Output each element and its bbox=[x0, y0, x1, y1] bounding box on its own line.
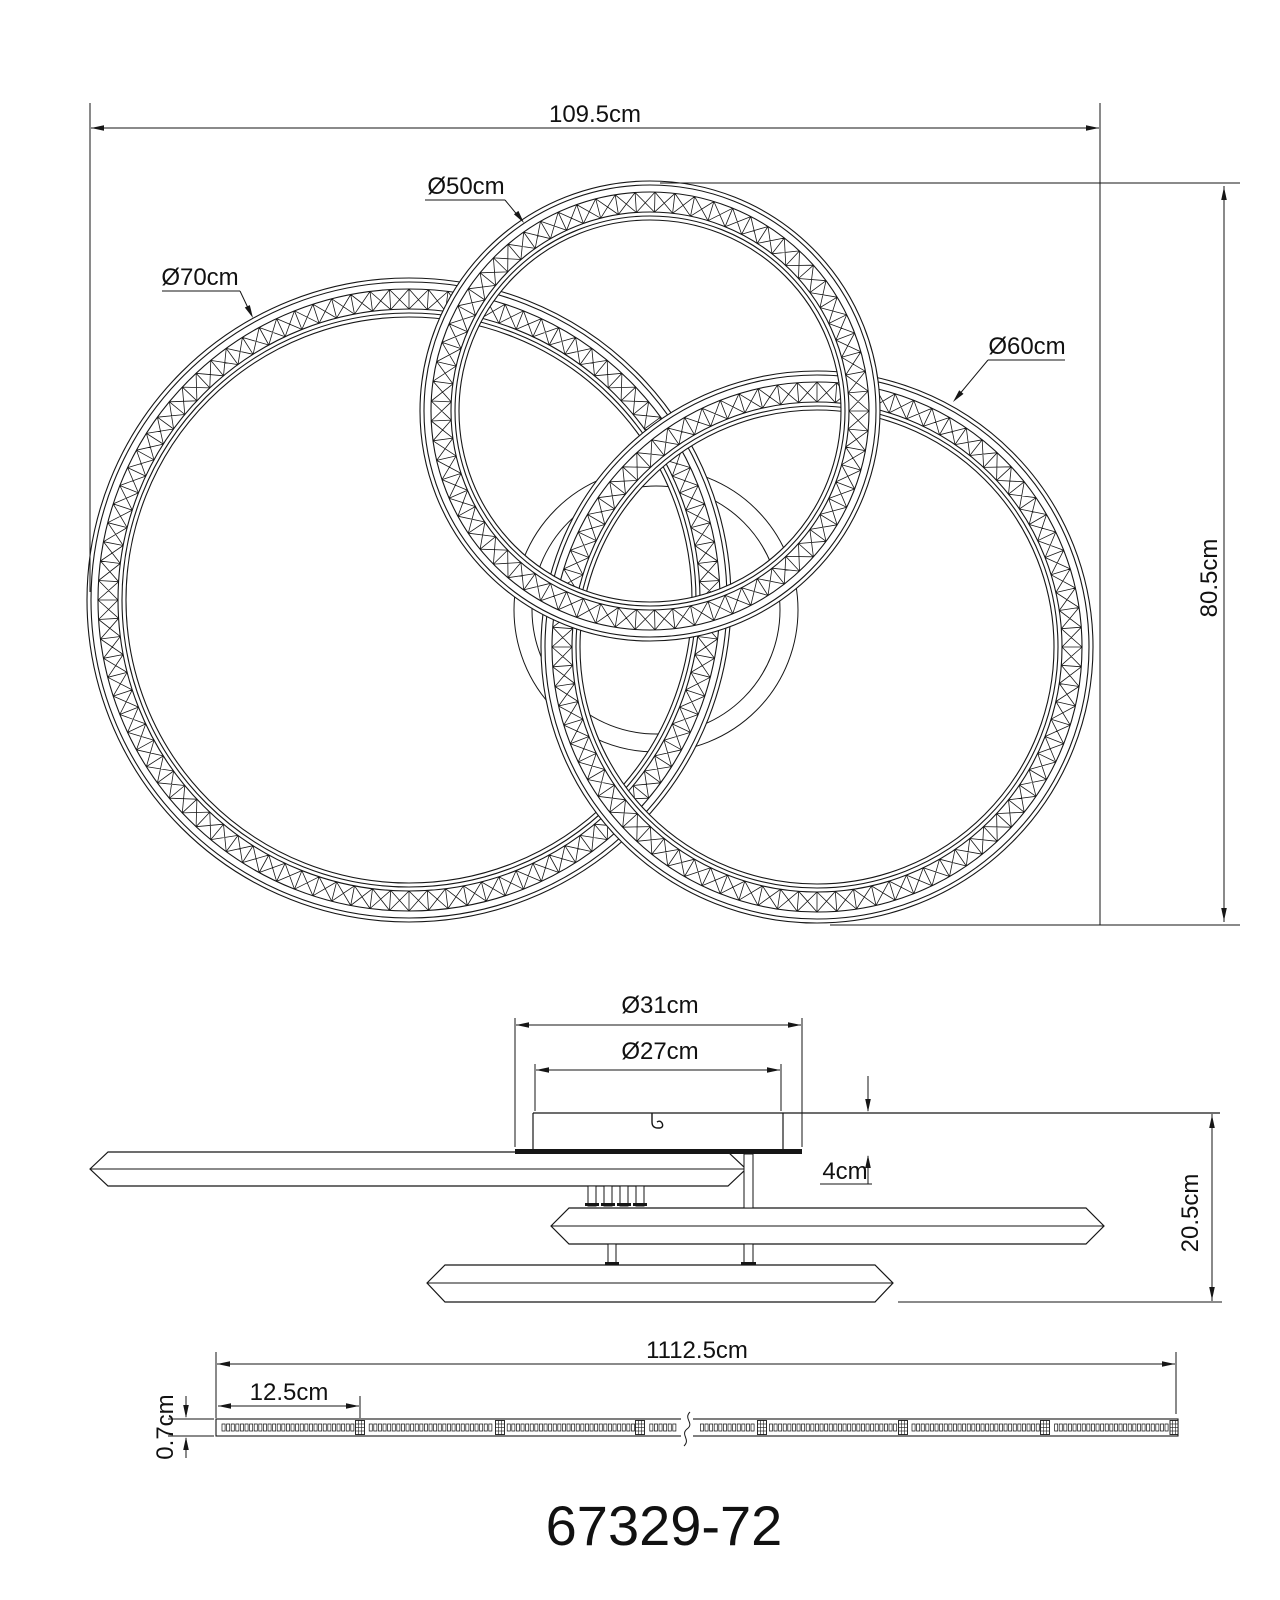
ring-50-diameter-label: Ø50cm bbox=[427, 173, 504, 200]
strip-connector bbox=[757, 1420, 767, 1435]
led-pads bbox=[221, 1423, 1169, 1432]
strip-connector bbox=[898, 1420, 908, 1435]
bar-ring-60 bbox=[550, 1207, 1105, 1245]
bar-ring-70 bbox=[89, 1151, 747, 1187]
top-view bbox=[86, 103, 1240, 926]
canopy-inner-diameter-label: Ø27cm bbox=[621, 1038, 698, 1065]
ring-60cm bbox=[540, 370, 1094, 924]
overall-width-label: 109.5cm bbox=[549, 101, 641, 128]
canopy-base-plate bbox=[515, 1149, 802, 1154]
dimension-labels: 109.5cm 80.5cm Ø70cm Ø50cm Ø60cm Ø31cm Ø… bbox=[152, 101, 1223, 1557]
strip-connector bbox=[1169, 1420, 1179, 1435]
side-view-dimensions bbox=[514, 1018, 1222, 1303]
led-strip-view bbox=[168, 1352, 1179, 1458]
canopy-outer-diameter-label: Ø31cm bbox=[621, 992, 698, 1019]
ring-70-diameter-label: Ø70cm bbox=[161, 264, 238, 291]
ring-label-leaders bbox=[162, 199, 1065, 402]
cable-hook-icon bbox=[651, 1113, 664, 1129]
top-view-dimensions bbox=[89, 103, 1240, 926]
bar-ring-50 bbox=[426, 1264, 894, 1303]
fixture-height-label: 20.5cm bbox=[1177, 1174, 1204, 1253]
strip-connector bbox=[355, 1420, 365, 1435]
strip-connector bbox=[495, 1420, 505, 1435]
support-posts bbox=[585, 1153, 756, 1266]
ceiling-canopy bbox=[515, 1112, 1220, 1154]
strip-dimensions bbox=[168, 1352, 1177, 1458]
canopy-height-label: 4cm bbox=[822, 1158, 867, 1185]
ring-50cm bbox=[419, 180, 881, 642]
break-symbol bbox=[683, 1411, 691, 1447]
side-view bbox=[89, 1018, 1222, 1303]
product-code-label: 67329-72 bbox=[546, 1494, 783, 1557]
strip-segment-length-label: 12.5cm bbox=[250, 1379, 329, 1406]
overall-height-label: 80.5cm bbox=[1196, 539, 1223, 618]
strip-connector bbox=[635, 1420, 645, 1435]
ring-60-diameter-label: Ø60cm bbox=[988, 333, 1065, 360]
led-strip-body bbox=[215, 1411, 1179, 1447]
strip-connector bbox=[1040, 1420, 1050, 1435]
strip-total-length-label: 1112.5cm bbox=[646, 1337, 748, 1364]
strip-height-label: 0.7cm bbox=[152, 1394, 179, 1459]
